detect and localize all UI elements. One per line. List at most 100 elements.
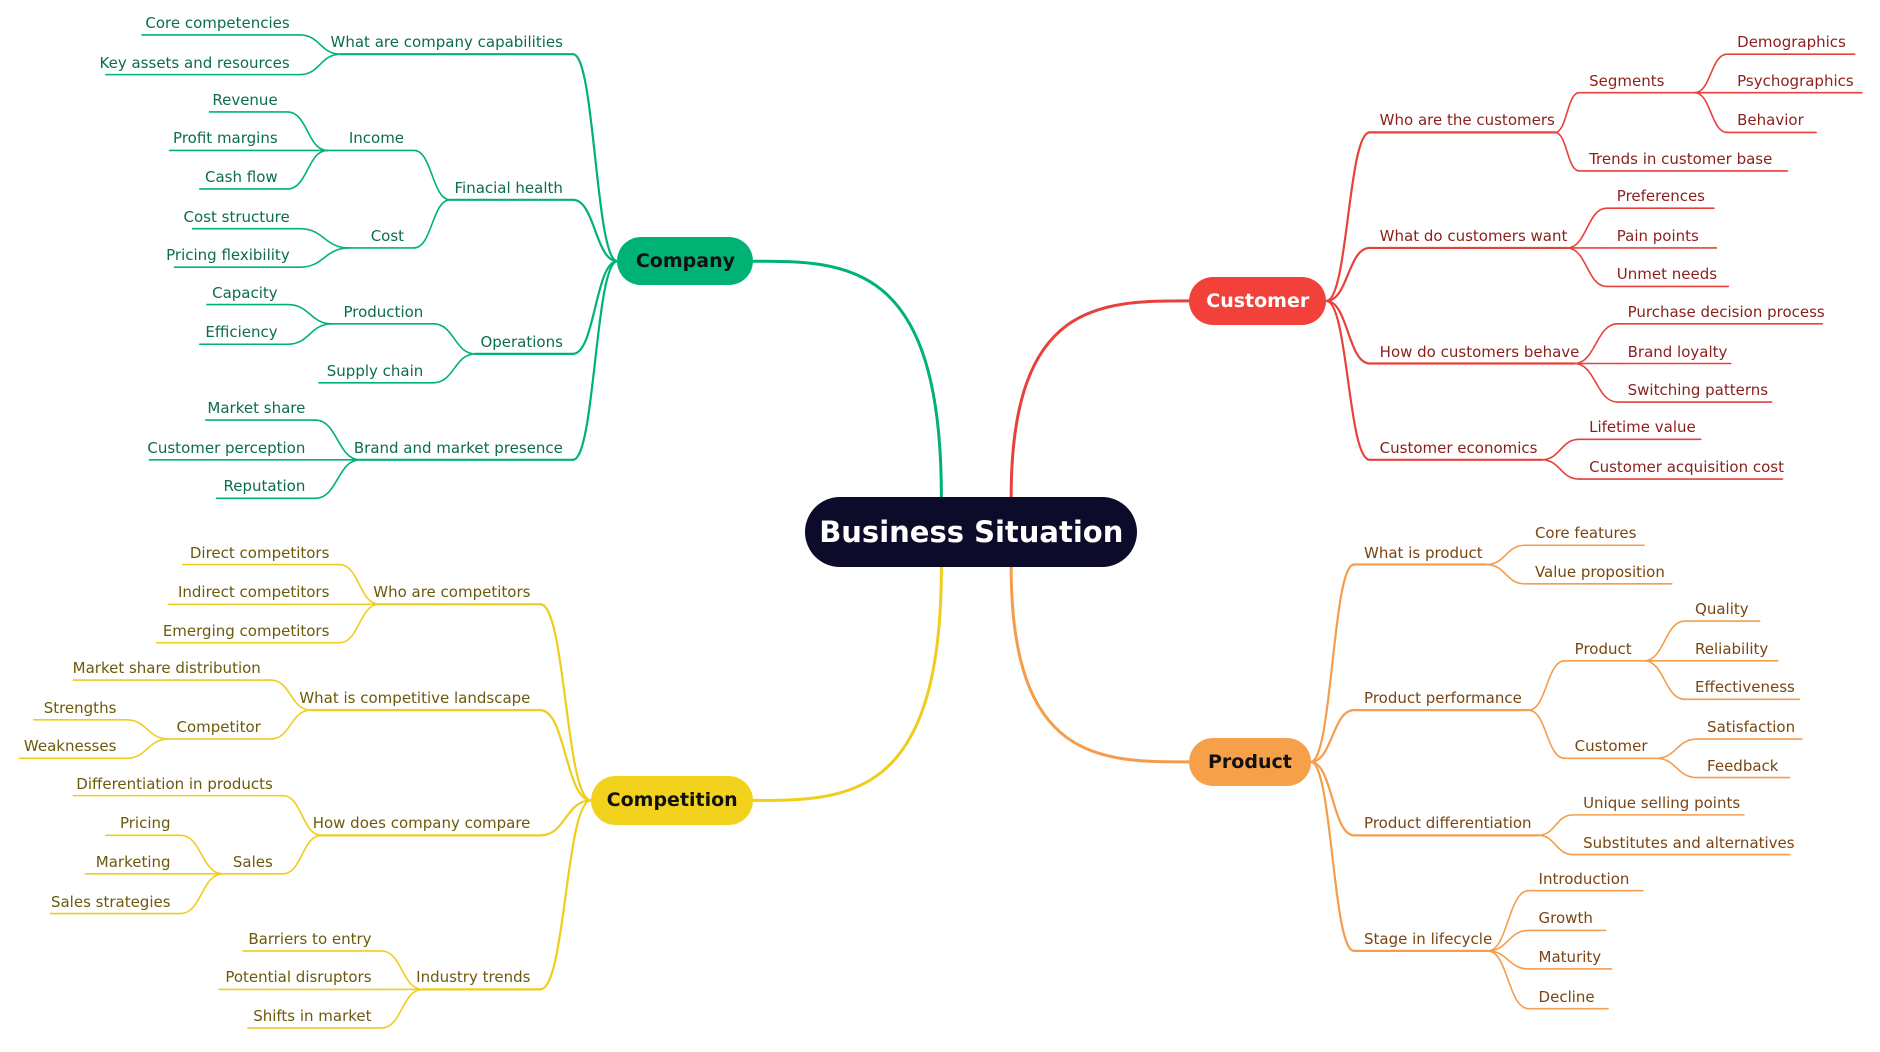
node-product[interactable]: Product (1574, 639, 1632, 658)
branch-line (1486, 889, 1530, 952)
branch-line (1655, 757, 1698, 779)
node-trends-in-customer-base[interactable]: Trends in customer base (1589, 149, 1773, 168)
branch-line (1554, 91, 1580, 134)
node-brand-loyalty[interactable]: Brand loyalty (1627, 342, 1728, 361)
competition-node[interactable]: Competition (590, 776, 754, 825)
branch-line (380, 988, 424, 1029)
node-what-do-customers-want[interactable]: What do customers want (1379, 226, 1568, 245)
product-node[interactable]: Product (1189, 737, 1311, 786)
node-operations[interactable]: Operations (480, 332, 563, 351)
node-growth[interactable]: Growth (1538, 909, 1593, 928)
branch-line (432, 322, 477, 355)
node-income[interactable]: Income (348, 129, 405, 148)
branch-line (298, 34, 342, 55)
node-unmet-needs[interactable]: Unmet needs (1616, 265, 1718, 284)
node-core-competencies[interactable]: Core competencies (145, 13, 290, 32)
branch-line (1325, 131, 1371, 303)
node-customer-economics[interactable]: Customer economics (1379, 438, 1538, 457)
node-maturity[interactable]: Maturity (1538, 947, 1602, 966)
branch-line (286, 111, 329, 152)
node-who-are-the-customers[interactable]: Who are the customers (1379, 111, 1555, 130)
node-switching-patterns[interactable]: Switching patterns (1627, 381, 1769, 400)
branch-line (1566, 207, 1608, 249)
node-shifts-in-market[interactable]: Shifts in market (253, 1006, 372, 1025)
node-decline[interactable]: Decline (1538, 987, 1595, 1006)
node-capacity[interactable]: Capacity (212, 283, 278, 302)
branch-line (1527, 709, 1566, 760)
node-preferences[interactable]: Preferences (1616, 187, 1706, 206)
node-strengths[interactable]: Strengths (43, 698, 117, 717)
center-node[interactable]: Business Situation (805, 497, 1138, 567)
customer-node[interactable]: Customer (1189, 276, 1327, 325)
branch-line (1309, 563, 1356, 764)
node-supply-chain[interactable]: Supply chain (326, 361, 424, 380)
node-production[interactable]: Production (343, 302, 424, 321)
node-cost[interactable]: Cost (370, 226, 405, 245)
node-finacial-health[interactable]: Finacial health (454, 178, 563, 197)
node-how-do-customers-behave[interactable]: How do customers behave (1379, 342, 1580, 361)
node-barriers-to-entry[interactable]: Barriers to entry (248, 929, 372, 948)
node-sales-strategies[interactable]: Sales strategies (50, 892, 171, 911)
node-what-are-company-capabilities[interactable]: What are company capabilities (330, 33, 563, 52)
node-profit-margins[interactable]: Profit margins (173, 129, 278, 148)
node-weaknesses[interactable]: Weaknesses (23, 737, 117, 756)
node-cost-structure[interactable]: Cost structure (183, 207, 290, 226)
node-sales[interactable]: Sales (232, 852, 273, 871)
node-segments[interactable]: Segments (1589, 71, 1665, 90)
main-link-customer (1009, 299, 1191, 499)
node-pricing-flexibility[interactable]: Pricing flexibility (166, 246, 290, 265)
node-demographics[interactable]: Demographics (1737, 33, 1846, 52)
node-satisfaction[interactable]: Satisfaction (1707, 718, 1796, 737)
branch-line (380, 950, 424, 991)
node-customer-acquisition-cost[interactable]: Customer acquisition cost (1589, 458, 1784, 477)
node-differentiation-in-products[interactable]: Differentiation in products (76, 774, 273, 793)
node-psychographics[interactable]: Psychographics (1737, 71, 1854, 90)
node-purchase-decision-process[interactable]: Purchase decision process (1627, 302, 1825, 321)
node-revenue[interactable]: Revenue (212, 90, 278, 109)
node-reliability[interactable]: Reliability (1695, 639, 1769, 658)
node-competitor[interactable]: Competitor (176, 718, 261, 737)
node-quality[interactable]: Quality (1695, 600, 1749, 619)
node-substitutes-and-alternatives[interactable]: Substitutes and alternatives (1583, 833, 1795, 852)
node-product-differentiation[interactable]: Product differentiation (1364, 814, 1532, 833)
node-what-is-product[interactable]: What is product (1364, 543, 1483, 562)
node-core-features[interactable]: Core features (1534, 524, 1637, 543)
node-key-assets-and-resources[interactable]: Key assets and resources (99, 53, 290, 72)
node-potential-disruptors[interactable]: Potential disruptors (225, 968, 372, 987)
node-what-is-competitive-landscape[interactable]: What is competitive landscape (299, 689, 531, 708)
node-stage-in-lifecycle[interactable]: Stage in lifecycle (1364, 929, 1493, 948)
node-indirect-competitors[interactable]: Indirect competitors (177, 583, 330, 602)
branch-line (338, 603, 380, 644)
node-who-are-competitors[interactable]: Who are competitors (373, 583, 531, 602)
node-product-performance[interactable]: Product performance (1364, 689, 1522, 708)
node-feedback[interactable]: Feedback (1707, 756, 1779, 775)
node-market-share[interactable]: Market share (207, 399, 306, 418)
node-emerging-competitors[interactable]: Emerging competitors (162, 621, 330, 640)
branch-line (1655, 738, 1698, 760)
node-marketing[interactable]: Marketing (95, 852, 171, 871)
node-cash-flow[interactable]: Cash flow (205, 167, 278, 186)
node-behavior[interactable]: Behavior (1737, 111, 1804, 130)
node-how-does-company-compare[interactable]: How does company compare (312, 814, 531, 833)
node-reputation[interactable]: Reputation (223, 477, 306, 496)
node-brand-and-market-presence[interactable]: Brand and market presence (353, 438, 563, 457)
node-pain-points[interactable]: Pain points (1616, 226, 1699, 245)
branch-line (338, 563, 380, 606)
branch-line (179, 834, 224, 875)
node-value-proposition[interactable]: Value proposition (1534, 562, 1665, 581)
node-customer[interactable]: Customer (1574, 737, 1648, 756)
node-market-share-distribution[interactable]: Market share distribution (72, 659, 261, 678)
node-customer-perception[interactable]: Customer perception (147, 438, 306, 457)
node-efficiency[interactable]: Efficiency (205, 323, 278, 342)
branch-line (286, 303, 333, 325)
node-effectiveness[interactable]: Effectiveness (1695, 678, 1795, 697)
node-lifetime-value[interactable]: Lifetime value (1589, 418, 1696, 437)
branch-line (298, 247, 350, 269)
node-direct-competitors[interactable]: Direct competitors (189, 543, 330, 562)
node-introduction[interactable]: Introduction (1538, 869, 1630, 888)
node-industry-trends[interactable]: Industry trends (416, 968, 531, 987)
node-pricing[interactable]: Pricing (119, 814, 171, 833)
company-node[interactable]: Company (617, 237, 754, 286)
node-unique-selling-points[interactable]: Unique selling points (1583, 793, 1741, 812)
